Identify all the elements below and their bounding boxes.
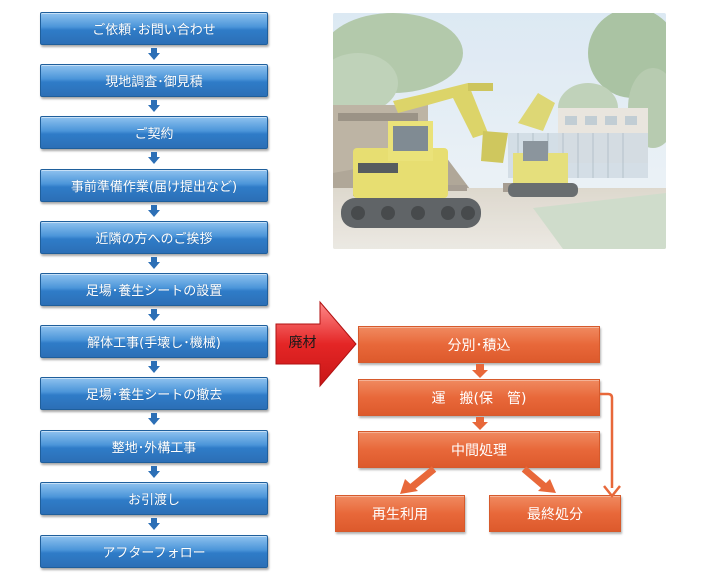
waste-arrow-label: 廃材	[288, 335, 317, 351]
down-arrow-icon	[148, 309, 160, 321]
flow-step-after-follow: アフターフォロー	[40, 535, 268, 568]
down-arrow-icon	[472, 364, 488, 378]
flow-step-handover: お引渡し	[40, 482, 268, 515]
flow-step-neighbor-greeting: 近隣の方へのご挨拶	[40, 221, 268, 254]
down-arrow-icon	[148, 466, 160, 478]
waste-sort-box: 分別･積込	[358, 326, 600, 363]
flow-step-preparation: 事前準備作業(届け提出など)	[40, 169, 268, 202]
waste-intermediate-box: 中間処理	[358, 431, 600, 468]
flow-step-demolition: 解体工事(手壊し･機械)	[40, 325, 268, 358]
down-arrow-icon	[148, 205, 160, 217]
down-arrow-icon	[148, 413, 160, 425]
flow-step-scaffold-install: 足場･養生シートの設置	[40, 273, 268, 306]
down-arrow-icon	[148, 100, 160, 112]
waste-arrow	[275, 300, 357, 388]
flow-step-contract: ご契約	[40, 116, 268, 149]
flow-step-scaffold-removal: 足場･養生シートの撤去	[40, 377, 268, 410]
demolition-site-photo	[333, 13, 666, 249]
down-arrow-icon	[148, 48, 160, 60]
waste-transport-box: 運 搬(保 管)	[358, 379, 600, 416]
down-arrow-icon	[148, 518, 160, 530]
waste-final-box: 最終処分	[489, 495, 621, 532]
down-arrow-icon	[472, 417, 488, 430]
down-arrow-icon	[148, 152, 160, 164]
down-arrow-icon	[148, 257, 160, 269]
down-arrow-icon	[148, 361, 160, 373]
diagonal-arrow-icon	[400, 466, 437, 494]
waste-recycle-box: 再生利用	[335, 495, 465, 532]
diagonal-arrow-icon	[521, 466, 556, 493]
flow-step-inquiry: ご依頼･お問い合わせ	[40, 12, 268, 45]
flow-step-grading: 整地･外構工事	[40, 430, 268, 463]
flow-step-survey-estimate: 現地調査･御見積	[40, 64, 268, 97]
